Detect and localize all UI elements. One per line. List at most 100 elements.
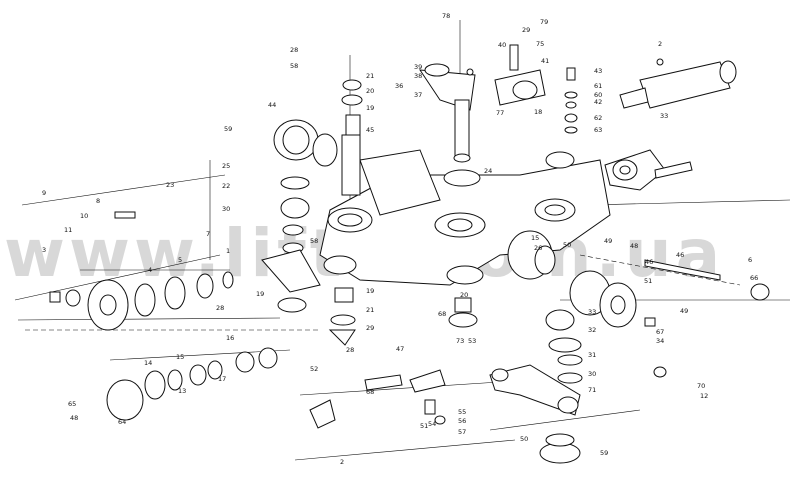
part-number-label: 71 [588, 386, 596, 394]
part-number-label: 12 [700, 392, 708, 400]
part-number-label: 14 [144, 359, 152, 367]
part-number-label: 73 [456, 337, 464, 345]
part-number-label: 43 [594, 67, 602, 75]
part-number-label: 5 [178, 256, 182, 264]
part-number-label: 3 [42, 246, 46, 254]
part-number-label: 9 [42, 189, 46, 197]
part-number-label: 59 [224, 125, 232, 133]
hardware-stack-right [564, 67, 578, 134]
part-number-label: 28 [346, 346, 354, 354]
part-number-label: 2 [658, 40, 662, 48]
part-number-label: 67 [656, 328, 664, 336]
part-number-label: 45 [366, 126, 374, 134]
part-number-label: 28 [216, 304, 224, 312]
part-number-label: 18 [534, 108, 542, 116]
part-number-label: 32 [588, 326, 596, 334]
part-number-label: 30 [222, 205, 230, 213]
part-number-label: 47 [396, 345, 404, 353]
part-number-label: 8 [96, 197, 100, 205]
part-number-label: 56 [458, 417, 466, 425]
part-number-label: 19 [366, 104, 374, 112]
part-number-label: 63 [594, 126, 602, 134]
part-number-label: 20 [366, 87, 374, 95]
part-number-label: 16 [226, 334, 234, 342]
part-number-label: 44 [268, 101, 276, 109]
part-number-label: 58 [310, 237, 318, 245]
part-number-label: 13 [178, 387, 186, 395]
part-number-label: 25 [222, 162, 230, 170]
part-number-label: 51 [644, 277, 652, 285]
part-number-label: 65 [68, 400, 76, 408]
part-number-label: 19 [256, 290, 264, 298]
part-number-label: 24 [484, 167, 492, 175]
part-number-label: 28 [290, 46, 298, 54]
part-number-label: 36 [395, 82, 403, 90]
lower-center-parts [309, 297, 667, 429]
part-number-label: 22 [222, 182, 230, 190]
wheel-hub-left [49, 211, 234, 331]
part-number-label: 46 [645, 258, 653, 266]
part-number-label: 33 [660, 112, 668, 120]
part-number-label: 31 [588, 351, 596, 359]
kingpin-column-left [261, 79, 363, 346]
part-number-label: 49 [680, 307, 688, 315]
part-number-label: 79 [540, 18, 548, 26]
part-number-label: 53 [468, 337, 476, 345]
part-number-label: 21 [366, 72, 374, 80]
part-number-label: 61 [594, 82, 602, 90]
part-number-label: 11 [64, 226, 72, 234]
part-number-label: 20 [460, 291, 468, 299]
part-number-label: 23 [166, 181, 174, 189]
part-number-label: 33 [588, 308, 596, 316]
part-number-label: 66 [750, 274, 758, 282]
hydraulic-cylinder [619, 58, 737, 109]
part-number-label: 58 [290, 62, 298, 70]
part-number-label: 29 [366, 324, 374, 332]
part-number-label: 34 [656, 337, 664, 345]
part-number-label: 46 [676, 251, 684, 259]
axle-housing [319, 149, 611, 286]
part-number-label: 26 [534, 244, 542, 252]
part-number-label: 40 [498, 41, 506, 49]
brake-parts-left [106, 347, 278, 421]
part-number-label: 75 [536, 40, 544, 48]
part-number-label: 15 [176, 353, 184, 361]
part-number-label: 52 [310, 365, 318, 373]
part-number-label: 2 [340, 458, 344, 466]
part-number-label: 4 [148, 266, 152, 274]
part-number-label: 62 [594, 114, 602, 122]
part-number-label: 15 [531, 234, 539, 242]
part-number-label: 39 [414, 63, 422, 71]
part-number-label: 29 [522, 26, 530, 34]
wheel-hub-right [545, 259, 770, 331]
part-number-label: 57 [458, 428, 466, 436]
part-number-label: 10 [80, 212, 88, 220]
part-number-label: 1 [226, 247, 230, 255]
part-number-label: 50 [563, 241, 571, 249]
part-number-label: 54 [428, 420, 436, 428]
part-number-label: 68 [366, 388, 374, 396]
part-number-label: 17 [218, 375, 226, 383]
part-number-label: 41 [541, 57, 549, 65]
part-number-label: 60 [594, 91, 602, 99]
part-number-label: 50 [520, 435, 528, 443]
part-number-label: 21 [366, 306, 374, 314]
part-number-label: 51 [420, 422, 428, 430]
part-number-label: 70 [697, 382, 705, 390]
part-number-label: 19 [366, 287, 374, 295]
steering-arm-lower [489, 337, 583, 464]
part-number-label: 48 [630, 242, 638, 250]
steering-arm-top [419, 44, 546, 187]
part-number-label: 30 [588, 370, 596, 378]
part-number-label: 55 [458, 408, 466, 416]
part-number-label: 7 [206, 230, 210, 238]
steering-knuckle-right [604, 149, 693, 191]
part-number-label: 68 [438, 310, 446, 318]
part-number-label: 37 [414, 91, 422, 99]
part-number-label: 78 [442, 12, 450, 20]
part-number-label: 77 [496, 109, 504, 117]
part-number-label: 42 [594, 98, 602, 106]
